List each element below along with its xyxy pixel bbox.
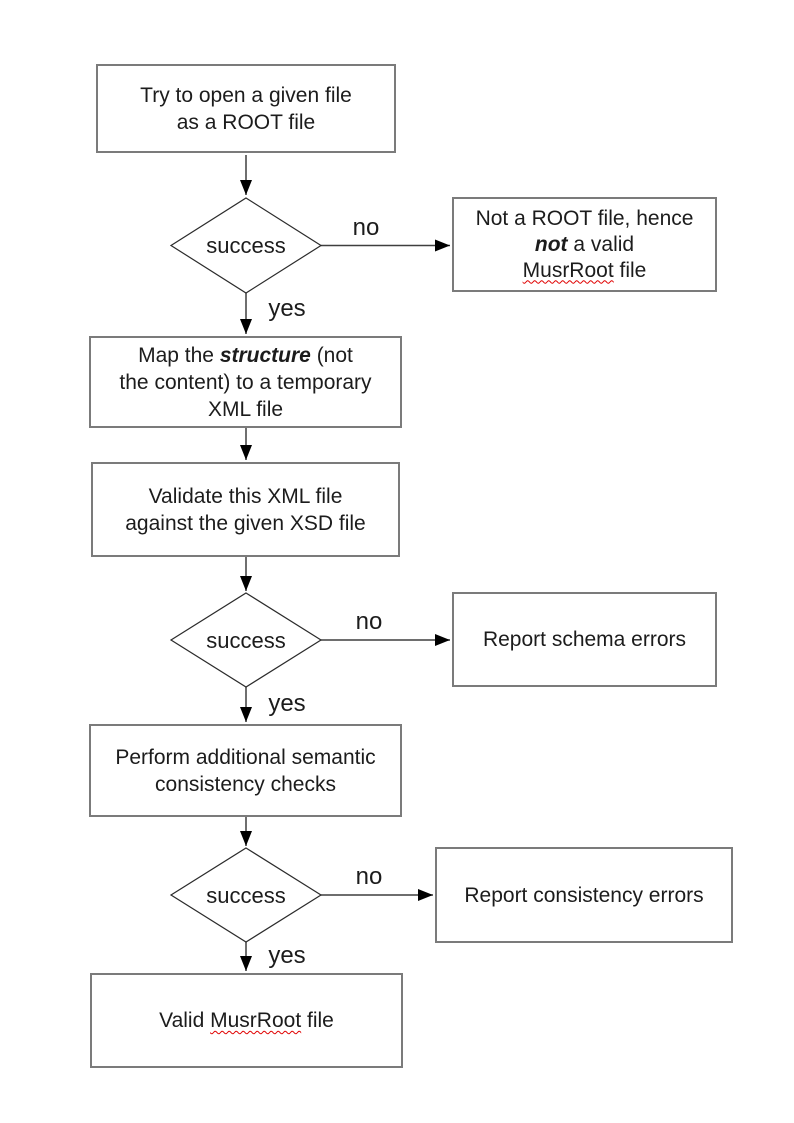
node-report-consistency: Report consistency errors: [435, 847, 733, 943]
decision-schema-diamond: [169, 592, 323, 688]
node-map-structure-line2: the content) to a temporary: [119, 370, 372, 394]
node-not-root: Not a ROOT file, hence not a valid MusrR…: [452, 197, 717, 292]
node-semantic-checks: Perform additional semantic consistency …: [89, 724, 402, 817]
node-map-structure-line3: XML file: [207, 397, 284, 421]
emphasis-not: not: [534, 232, 568, 256]
node-validate-xml-line1: Validate this XML file: [148, 484, 343, 508]
node-not-root-line2: not a valid: [534, 232, 635, 256]
edge-label-yes-3: yes: [268, 942, 306, 969]
node-try-open-line2: as a ROOT file: [176, 110, 316, 134]
node-try-open-line1: Try to open a given file: [140, 83, 352, 107]
misspelled-word: MusrRoot: [210, 1009, 302, 1032]
node-map-structure: Map the structure (not the content) to a…: [89, 336, 402, 428]
node-validate-xml-line2: against the given XSD file: [125, 511, 366, 535]
decision-consistency-diamond: [169, 847, 323, 943]
node-valid-file: Valid MusrRoot file: [90, 973, 403, 1068]
edge-label-yes-2: yes: [268, 690, 306, 717]
node-not-root-line1: Not a ROOT file, hence: [475, 206, 694, 230]
edge-label-no-1: no: [352, 214, 380, 241]
node-not-root-line3: MusrRoot file: [522, 258, 647, 282]
node-valid-file-label: Valid MusrRoot file: [159, 1009, 334, 1032]
decision-root-diamond: [169, 197, 323, 294]
node-validate-xml: Validate this XML file against the given…: [91, 462, 400, 557]
node-try-open: Try to open a given file as a ROOT file: [96, 64, 396, 153]
node-semantic-checks-line2: consistency checks: [155, 772, 336, 796]
emphasis-structure: structure: [219, 343, 311, 367]
misspelled-word: MusrRoot: [522, 258, 614, 282]
edge-label-no-3: no: [355, 863, 383, 890]
node-report-consistency-label: Report consistency errors: [464, 883, 704, 907]
decision-consistency-label: success: [206, 883, 286, 908]
node-semantic-checks-line1: Perform additional semantic: [115, 745, 376, 769]
decision-root-label: success: [206, 233, 286, 258]
node-report-schema-label: Report schema errors: [482, 628, 687, 651]
edge-label-yes-1: yes: [268, 295, 306, 322]
edge-label-no-2: no: [355, 608, 383, 635]
node-map-structure-line1: Map the structure (not: [138, 343, 353, 367]
decision-schema-label: success: [206, 628, 286, 653]
node-report-schema: Report schema errors: [452, 592, 717, 687]
